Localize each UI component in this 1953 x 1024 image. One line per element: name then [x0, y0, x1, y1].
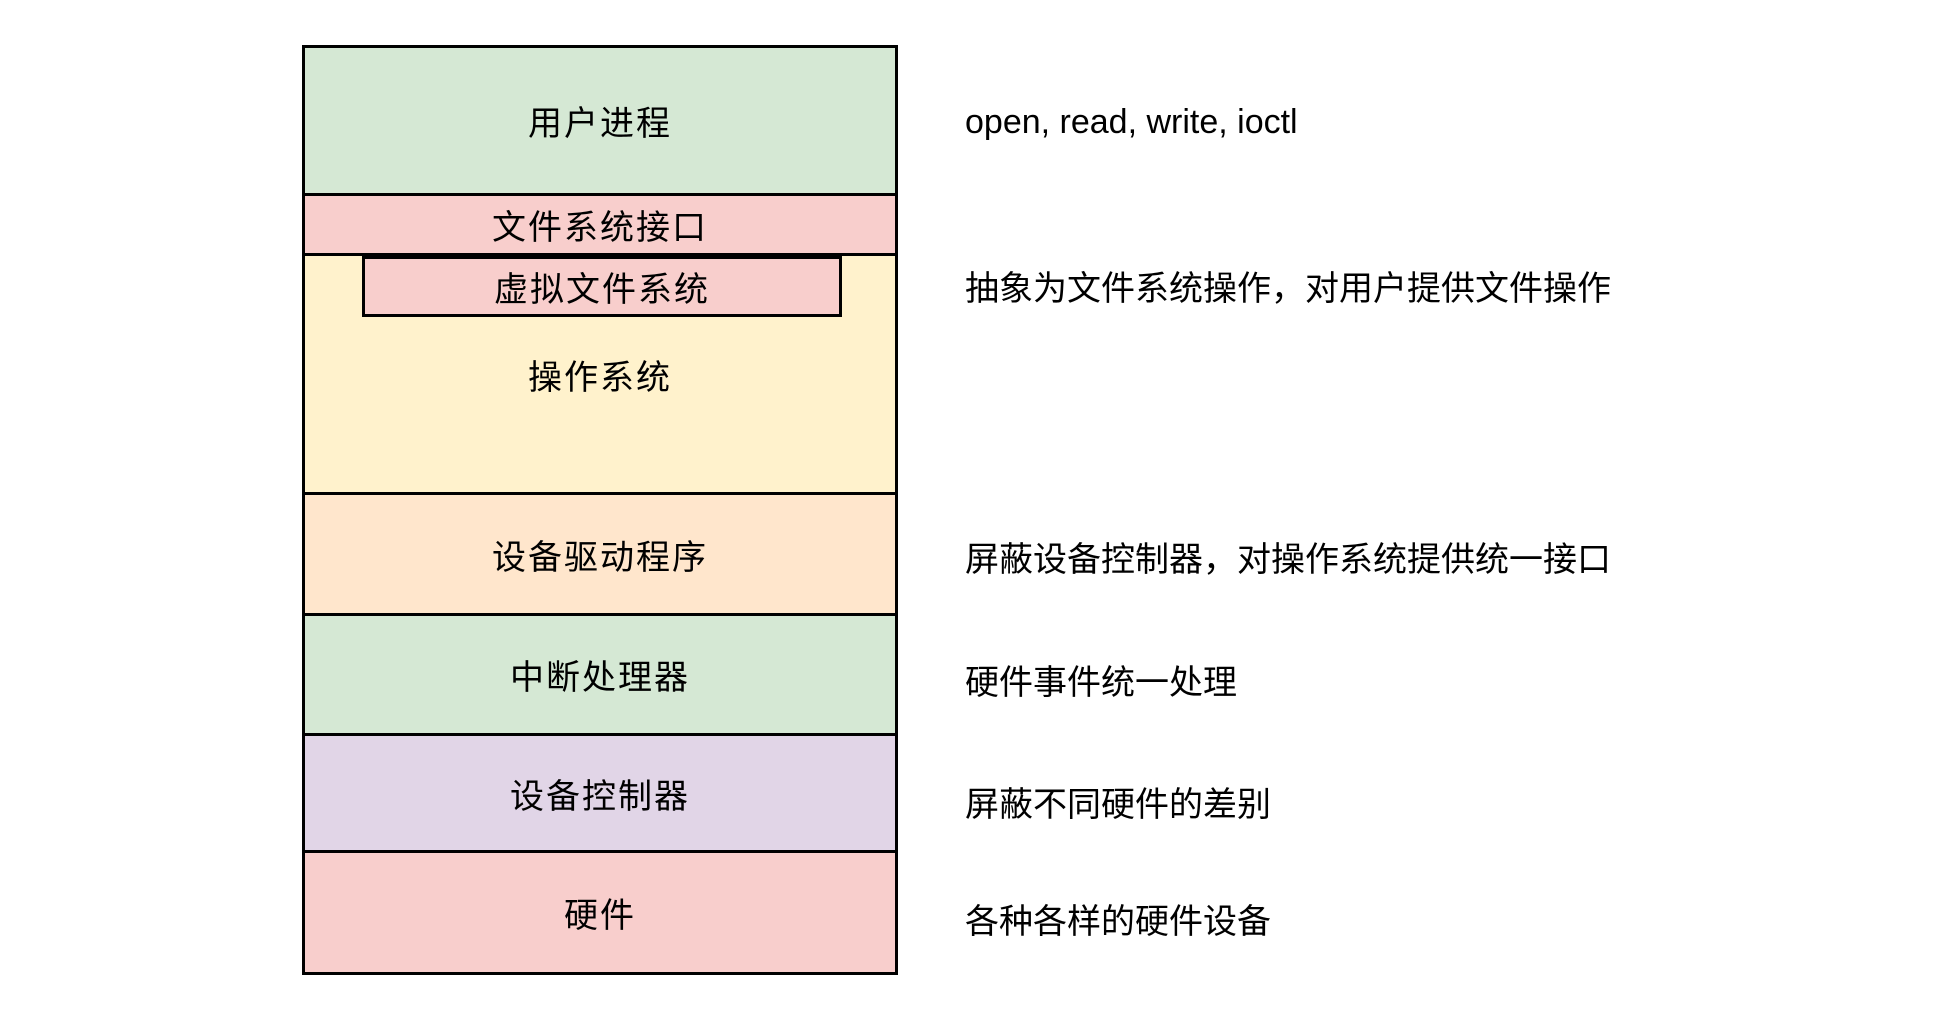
annotation-hardware: 各种各样的硬件设备	[965, 903, 1271, 941]
annotation-device-driver: 屏蔽设备控制器，对操作系统提供统一接口	[965, 541, 1611, 579]
layer-virtual-file-system: 虚拟文件系统	[362, 256, 842, 317]
layer-virtual-file-system-label: 虚拟文件系统	[494, 271, 710, 309]
layer-file-system-interface: 文件系统接口	[305, 196, 895, 256]
layer-device-driver: 设备驱动程序	[305, 495, 895, 616]
layer-user-process: 用户进程	[305, 48, 895, 196]
layer-operating-system: 虚拟文件系统 操作系统	[305, 256, 895, 495]
layer-device-controller-label: 设备控制器	[510, 777, 690, 816]
layer-user-process-label: 用户进程	[528, 105, 672, 143]
layer-interrupt-handler-label: 中断处理器	[510, 659, 690, 697]
layer-interrupt-handler: 中断处理器	[305, 616, 895, 736]
layer-file-system-interface-label: 文件系统接口	[492, 209, 708, 247]
annotation-user-process: open, read, write, ioctl	[965, 103, 1298, 141]
annotation-virtual-file-system: 抽象为文件系统操作，对用户提供文件操作	[965, 270, 1611, 308]
annotation-device-controller: 屏蔽不同硬件的差别	[965, 786, 1271, 824]
layer-device-driver-label: 设备驱动程序	[492, 538, 708, 577]
annotation-interrupt-handler: 硬件事件统一处理	[965, 664, 1237, 702]
layer-stack: 用户进程 文件系统接口 虚拟文件系统 操作系统 设备驱动程序 中断处理器 设备控…	[302, 45, 898, 975]
layer-hardware: 硬件	[305, 853, 895, 972]
layer-operating-system-label: 操作系统	[528, 358, 672, 397]
layer-device-controller: 设备控制器	[305, 736, 895, 853]
layer-hardware-label: 硬件	[564, 897, 636, 935]
